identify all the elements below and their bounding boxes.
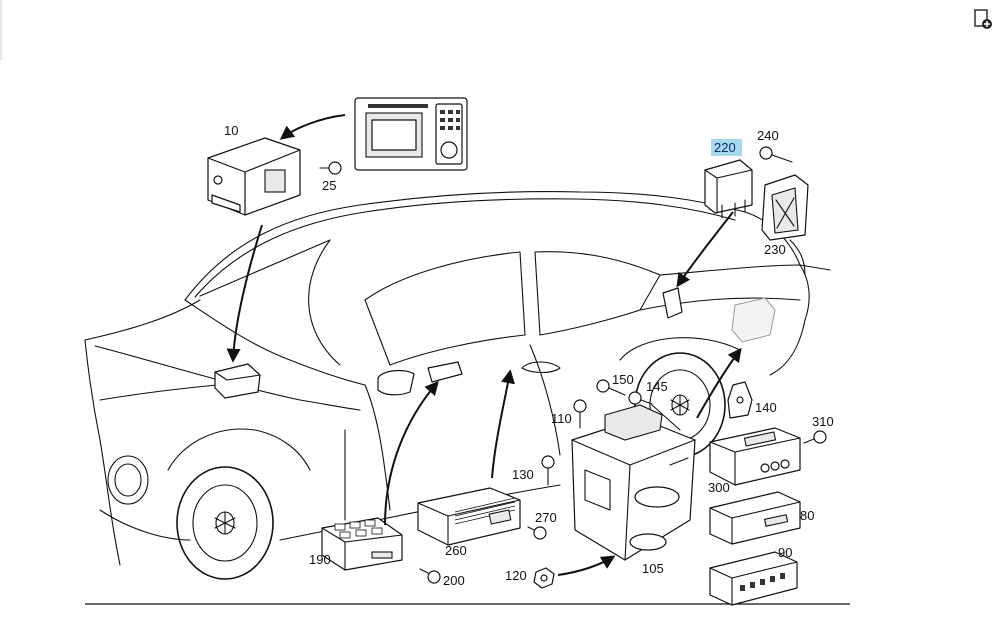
part-200-screw[interactable] (419, 568, 441, 584)
label-240[interactable]: 240 (757, 128, 779, 143)
display-unit[interactable] (354, 97, 468, 171)
part-25-screw[interactable] (319, 161, 342, 175)
part-110-screw[interactable] (573, 399, 587, 429)
relay-bracket (662, 287, 683, 319)
ghost-module-rear (731, 297, 776, 343)
part-120-nut[interactable] (533, 567, 555, 589)
label-200[interactable]: 200 (443, 573, 465, 588)
label-220[interactable]: 220 (714, 140, 736, 155)
highlight-220 (711, 139, 742, 156)
car-outline (84, 191, 850, 605)
part-260-amplifier[interactable] (417, 487, 521, 546)
dash-module (427, 361, 463, 383)
left-edge-rule (0, 0, 2, 60)
part-310-screw[interactable] (803, 430, 827, 444)
part-220-relay[interactable] (704, 159, 753, 219)
part-105-carrier[interactable] (571, 404, 696, 561)
label-150[interactable]: 150 (612, 372, 634, 387)
part-230-holder[interactable] (761, 174, 809, 241)
label-190[interactable]: 190 (309, 552, 331, 567)
part-150-screw[interactable] (596, 379, 626, 396)
add-page-icon[interactable] (972, 8, 994, 30)
part-130-screw[interactable] (541, 455, 555, 486)
part-140-bracket[interactable] (727, 381, 753, 419)
part-270-screw[interactable] (527, 526, 547, 540)
label-140[interactable]: 140 (755, 400, 777, 415)
part-240-screw[interactable] (759, 146, 793, 163)
label-105[interactable]: 105 (642, 561, 664, 576)
part-labels: 10 25 220 240 230 150 145 110 140 310 13… (224, 123, 834, 588)
label-130[interactable]: 130 (512, 467, 534, 482)
label-230[interactable]: 230 (764, 242, 786, 257)
label-300[interactable]: 300 (708, 480, 730, 495)
label-110[interactable]: 110 (551, 411, 572, 426)
label-260[interactable]: 260 (445, 543, 467, 558)
label-120[interactable]: 120 (505, 568, 527, 583)
label-25[interactable]: 25 (322, 178, 336, 193)
label-80[interactable]: 80 (800, 508, 814, 523)
part-10-control-unit[interactable] (207, 137, 301, 216)
part-300-module[interactable] (709, 427, 801, 486)
part-145-screw[interactable] (628, 391, 653, 405)
label-10[interactable]: 10 (224, 123, 238, 138)
label-90[interactable]: 90 (778, 545, 792, 560)
part-90-module[interactable] (709, 551, 798, 606)
part-190-module[interactable] (321, 517, 403, 571)
front-module (214, 363, 261, 399)
label-145[interactable]: 145 (646, 379, 668, 394)
label-270[interactable]: 270 (535, 510, 557, 525)
label-310[interactable]: 310 (812, 414, 834, 429)
part-80-module[interactable] (709, 491, 801, 545)
callout-arrows (226, 114, 742, 576)
